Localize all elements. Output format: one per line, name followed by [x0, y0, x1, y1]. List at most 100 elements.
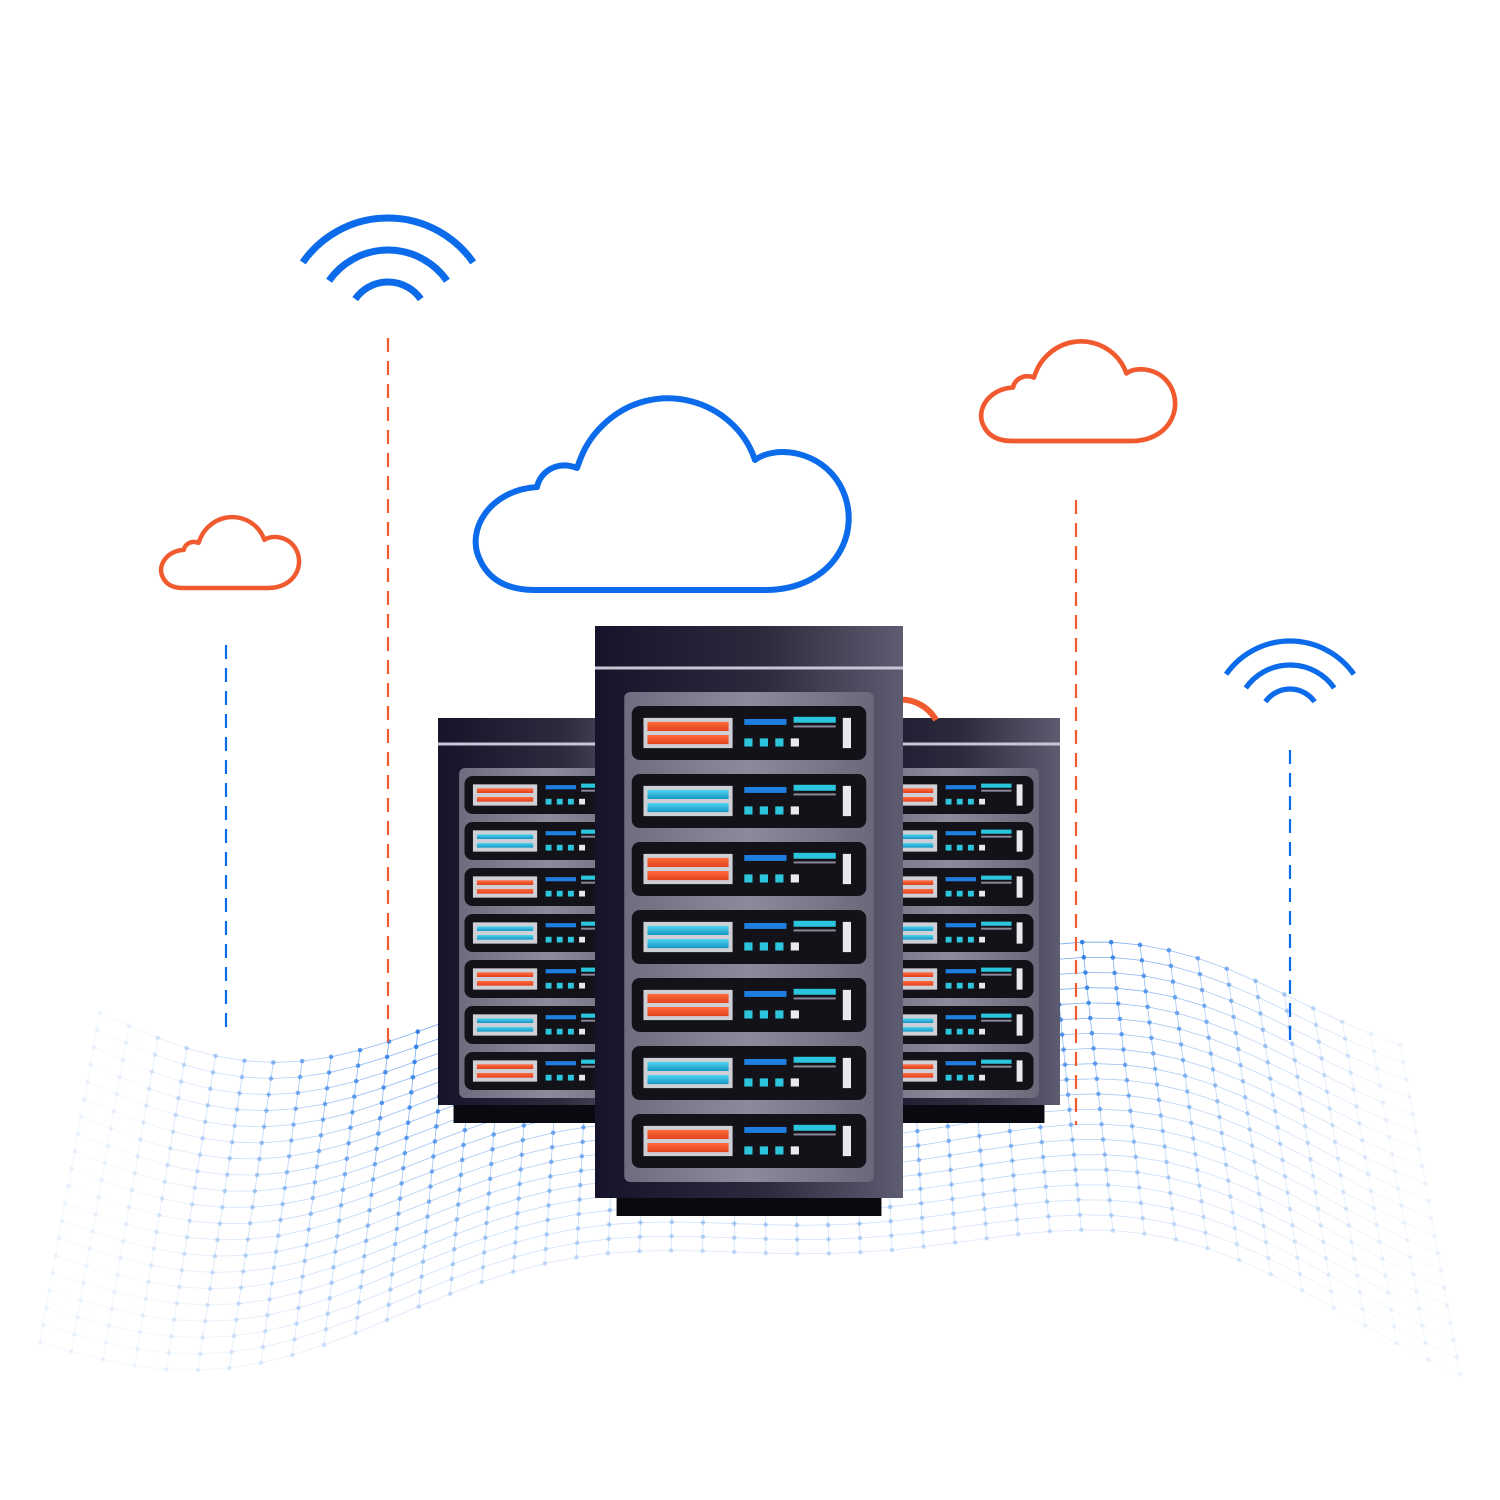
mesh-line [125, 1207, 130, 1225]
mesh-line [1379, 1085, 1384, 1103]
drive-bay-bar [476, 935, 534, 940]
mesh-line [77, 1116, 82, 1135]
drive-bay-bar [876, 981, 934, 986]
mesh-line [1063, 1047, 1094, 1051]
mesh-node [1318, 1223, 1324, 1228]
mesh-node [763, 1222, 768, 1227]
mesh-line [1424, 1183, 1429, 1202]
mesh-node [858, 1249, 863, 1255]
mesh-line [262, 1338, 295, 1348]
mesh-node [229, 1349, 234, 1355]
mesh-line [265, 1323, 297, 1332]
mesh-line [107, 1145, 138, 1157]
status-led [579, 844, 586, 851]
mesh-line [1169, 1192, 1173, 1209]
mesh-line [1261, 1209, 1265, 1227]
drive-bay-bar [876, 843, 934, 848]
drive-bay-bar [876, 935, 934, 940]
mesh-line [1398, 1188, 1429, 1202]
indicator-bar [793, 920, 836, 927]
mesh-line [45, 1290, 50, 1308]
mesh-line [229, 1362, 261, 1369]
mesh-node [1305, 1140, 1311, 1146]
mesh-line [1440, 1270, 1445, 1288]
mesh-node [166, 1350, 172, 1356]
indicator-line [793, 997, 836, 1000]
mesh-line [1418, 1308, 1423, 1326]
mesh-node [247, 1220, 253, 1226]
mesh-line [1009, 1126, 1041, 1132]
status-led [775, 806, 784, 815]
mesh-node [1368, 1031, 1374, 1037]
mesh-line [1196, 1169, 1200, 1186]
mesh-line [1297, 1257, 1329, 1276]
mesh-line [1195, 1153, 1227, 1166]
mesh-line [1332, 1124, 1363, 1141]
mesh-line [948, 1135, 980, 1142]
mesh-line [1385, 1119, 1390, 1138]
mesh-line [552, 1141, 583, 1148]
mesh-node [1411, 1271, 1416, 1277]
mesh-line [384, 1056, 388, 1073]
mesh-line [517, 1198, 519, 1214]
mesh-line [1353, 1258, 1358, 1276]
unit-handle [842, 921, 852, 953]
mesh-node [544, 1232, 550, 1237]
mesh-node [1315, 1206, 1321, 1212]
mesh-line [365, 1228, 397, 1242]
mesh-node [449, 1276, 454, 1282]
mesh-line [395, 1231, 427, 1245]
mesh-line [242, 1255, 246, 1272]
mesh-line [407, 1107, 411, 1123]
mesh-node [1397, 1042, 1403, 1047]
indicator-line [793, 725, 836, 728]
mesh-line [1098, 1093, 1129, 1096]
mesh-node [1079, 1227, 1084, 1233]
mesh-node [517, 1181, 522, 1187]
drive-bay-bar [647, 1143, 729, 1153]
mesh-line [1249, 1129, 1281, 1145]
server-rack-icon-left [438, 718, 660, 1123]
status-led [775, 942, 784, 951]
mesh-line [1299, 1092, 1330, 1109]
mesh-line [1014, 1186, 1046, 1191]
mesh-line [289, 1150, 319, 1157]
mesh-node [72, 1332, 77, 1337]
mesh-line [1207, 1248, 1240, 1261]
mesh-line [388, 1031, 418, 1042]
mesh-node [120, 1238, 126, 1244]
status-led [956, 1028, 963, 1035]
drive-bay-frame [472, 1014, 538, 1036]
mesh-line [422, 1248, 455, 1263]
mesh-node [513, 1240, 518, 1245]
mesh-node [262, 1328, 268, 1334]
mesh-line [329, 1286, 361, 1299]
mesh-node [365, 1223, 371, 1228]
mesh-node [1249, 1143, 1255, 1148]
mesh-line [342, 1179, 374, 1191]
mesh-node [1435, 1250, 1441, 1256]
mesh-line [126, 1223, 157, 1233]
mesh-node [512, 1254, 517, 1260]
mesh-line [1210, 1053, 1241, 1066]
mesh-line [1174, 997, 1178, 1014]
mesh-node [146, 1279, 151, 1285]
mesh-line [576, 1242, 578, 1258]
mesh-node [1217, 1114, 1222, 1120]
mesh-line [1142, 1218, 1145, 1234]
mesh-node [979, 1162, 984, 1168]
mesh-node [1145, 1004, 1150, 1010]
mesh-node [197, 1351, 203, 1357]
mesh-line [175, 1098, 179, 1116]
mesh-line [1233, 1016, 1264, 1031]
mesh-node [360, 1269, 365, 1274]
status-led [556, 982, 563, 989]
mesh-node [1368, 1188, 1374, 1194]
mesh-line [180, 1064, 185, 1082]
mesh-line [1096, 1078, 1099, 1094]
server-unit-cyan [864, 914, 1034, 952]
mesh-node [1448, 1320, 1453, 1325]
mesh-line [390, 1276, 422, 1291]
mesh-line [257, 1171, 288, 1176]
mesh-node [1114, 985, 1119, 991]
